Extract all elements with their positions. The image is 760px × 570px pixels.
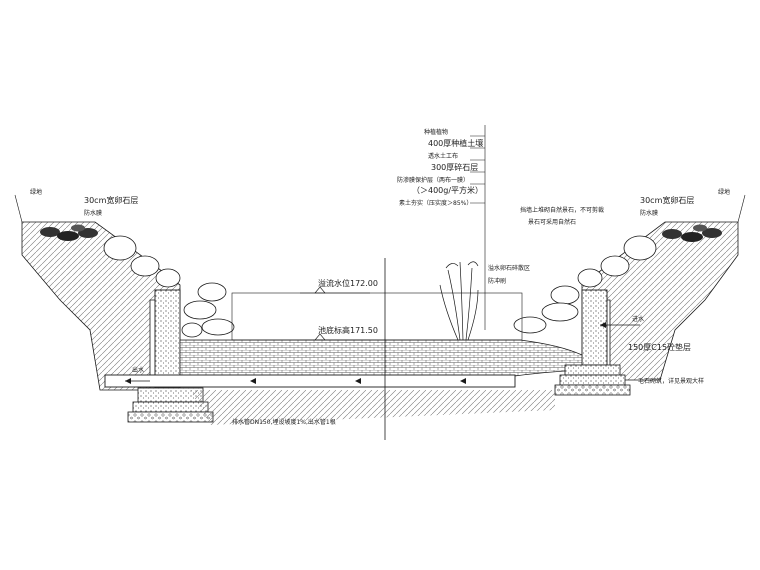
pebble-cluster-left (40, 224, 98, 241)
layer-item-2: 400厚种植土壤 (428, 138, 483, 148)
retaining-wall-right (581, 289, 608, 366)
layer-callout-ticks (470, 135, 485, 204)
membrane-label-right: 防水膜 (640, 209, 658, 217)
rock-protect-note-1: 溢水卵石碎散区 (488, 264, 530, 272)
rockfill-note-label: 毛石砌筑，详见景观大样 (638, 377, 704, 385)
layer-item-4: 300厚碎石层 (431, 162, 478, 172)
retaining-wall-left (154, 289, 181, 389)
plant-edge-note-1: 挡墙上堆砌自然景石，不可剪裁 (520, 206, 604, 214)
pipe-flow-arrows (250, 378, 466, 384)
grass-label-left: 绿地 (30, 188, 42, 196)
grass-label-right: 绿地 (718, 188, 730, 196)
layer-item-7: 素土夯实（压实度＞85%） (399, 199, 472, 207)
flow-arrow-outflow (125, 378, 150, 384)
concrete-base-label: 150厚C15砼垫层 (628, 342, 691, 352)
rock-protect-note-2: 防冲刷 (488, 277, 506, 285)
pebble-label-right: 30cm宽卵石层 (640, 195, 694, 205)
water-body (231, 292, 523, 341)
layer-item-3: 透水土工布 (428, 152, 458, 160)
layer-item-5: 防渗膜保护层（两布一膜） (397, 176, 469, 184)
pebble-cluster-right (662, 224, 722, 242)
flow-arrow-inflow (600, 322, 640, 328)
outflow-label: 出水 (132, 366, 144, 374)
plant-edge-note-2: 景石可采用自然石 (528, 218, 576, 226)
boulders-left (103, 235, 235, 338)
pond-bottom-layer (179, 339, 583, 379)
bottom-level-marker (300, 333, 370, 341)
pebble-label-left: 30cm宽卵石层 (84, 195, 138, 205)
lower-ground-hatch (190, 390, 555, 425)
inflow-label: 进水 (632, 315, 644, 323)
aquatic-plant (439, 261, 479, 341)
layer-item-6: （＞400g/平方米） (412, 185, 483, 195)
membrane-label-left: 防水膜 (84, 209, 102, 217)
boulders-right (513, 235, 657, 334)
foundation-right (554, 364, 631, 396)
pipe-note-label: 排水管DN150,埋设坡度1%,出水管1根 (232, 418, 336, 426)
pond-bottom-level-label: 池底标高171.50 (318, 325, 378, 335)
drain-pipe (104, 374, 516, 388)
overflow-level-marker (300, 286, 370, 294)
overflow-level-label: 溢流水位172.00 (318, 278, 378, 288)
layer-item-1: 种植植物 (424, 128, 448, 136)
